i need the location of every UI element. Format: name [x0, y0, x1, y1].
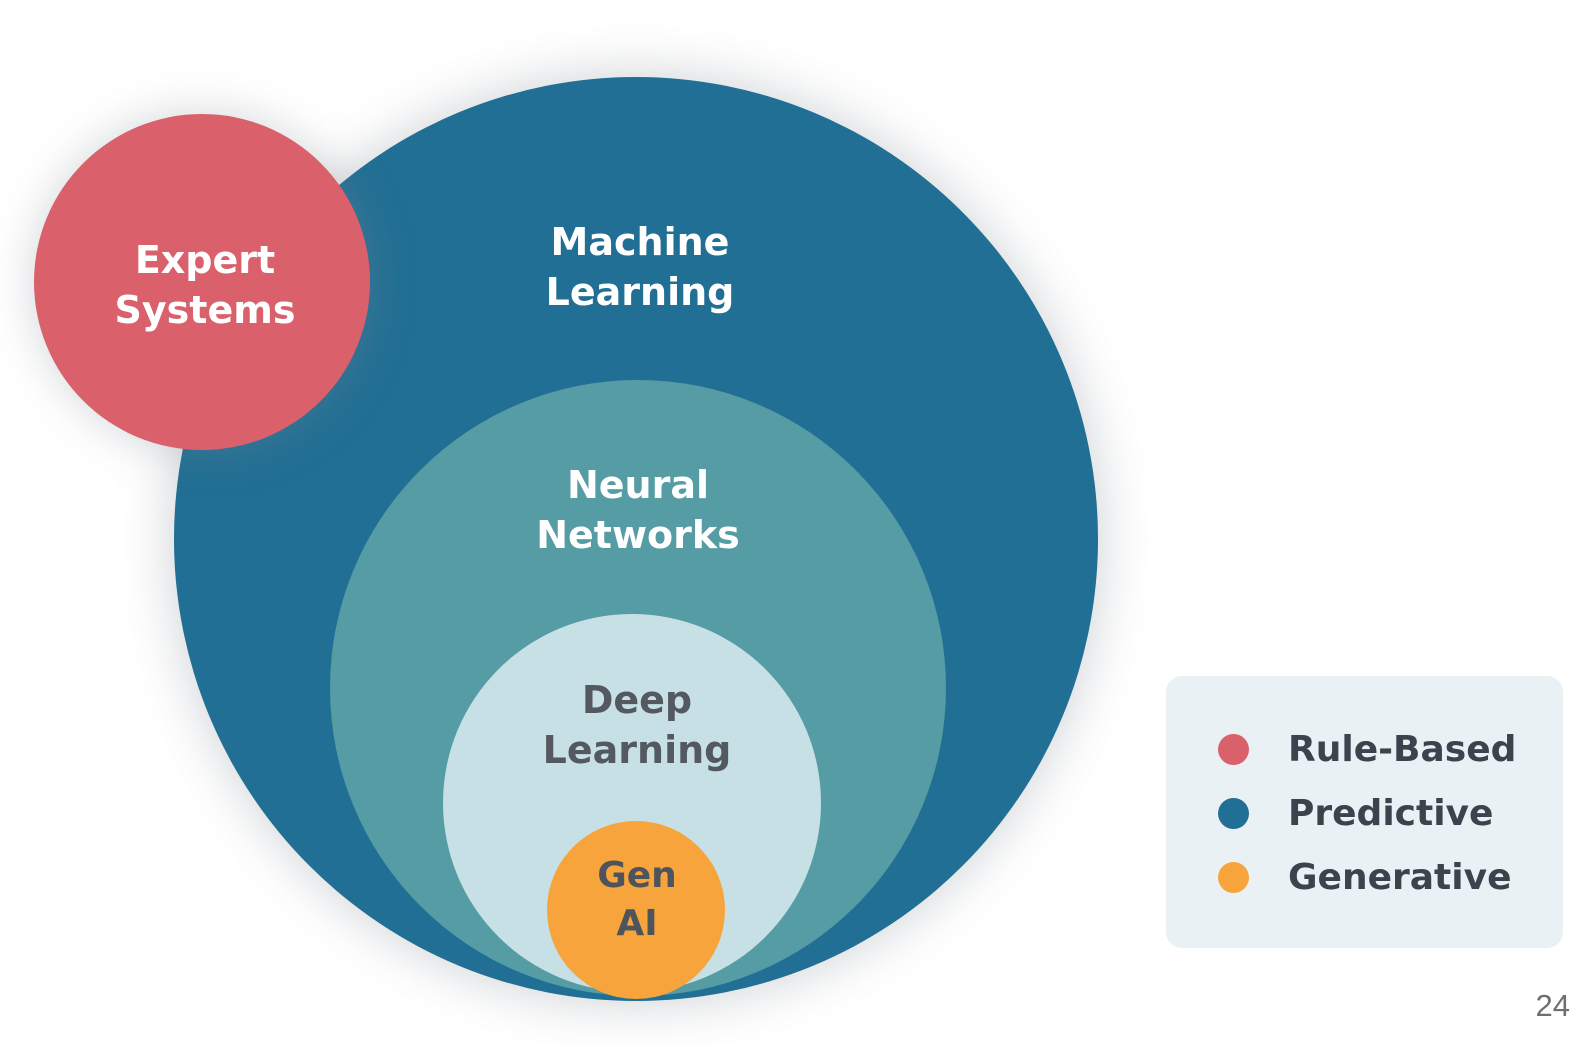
rule-based-dot-icon — [1218, 733, 1249, 765]
deep-learning-label: Deep Learning — [437, 675, 837, 775]
machine-learning-label-line1: Machine — [550, 220, 730, 264]
neural-networks-label: Neural Networks — [438, 460, 838, 560]
expert-systems-label: Expert Systems — [45, 235, 365, 335]
machine-learning-label: Machine Learning — [440, 217, 840, 317]
machine-learning-label-line2: Learning — [545, 270, 735, 314]
neural-networks-label-line1: Neural — [566, 463, 710, 507]
gen-ai-circle — [547, 821, 725, 999]
expert-systems-label-line1: Expert — [134, 238, 276, 282]
expert-systems-label-line2: Systems — [114, 288, 296, 332]
gen-ai-label-line2: AI — [616, 903, 658, 944]
generative-dot-icon — [1218, 861, 1249, 893]
legend-item-predictive: Predictive — [1218, 789, 1493, 837]
generative-label: Generative — [1288, 856, 1512, 898]
gen-ai-label-line1: Gen — [597, 855, 677, 896]
gen-ai-label: Gen AI — [537, 852, 737, 948]
page-number: 24 — [1535, 988, 1570, 1023]
legend-item-generative: Generative — [1218, 853, 1512, 901]
rule-based-label: Rule-Based — [1288, 728, 1517, 770]
deep-learning-label-line1: Deep — [581, 678, 693, 722]
neural-networks-label-line2: Networks — [536, 513, 740, 557]
predictive-label: Predictive — [1288, 792, 1494, 834]
predictive-dot-icon — [1218, 797, 1249, 829]
deep-learning-label-line2: Learning — [542, 728, 732, 772]
legend-item-rule-based: Rule-Based — [1218, 725, 1516, 773]
expert-systems-circle — [34, 114, 370, 450]
legend-panel: Rule-Based Predictive Generative — [1166, 676, 1563, 948]
